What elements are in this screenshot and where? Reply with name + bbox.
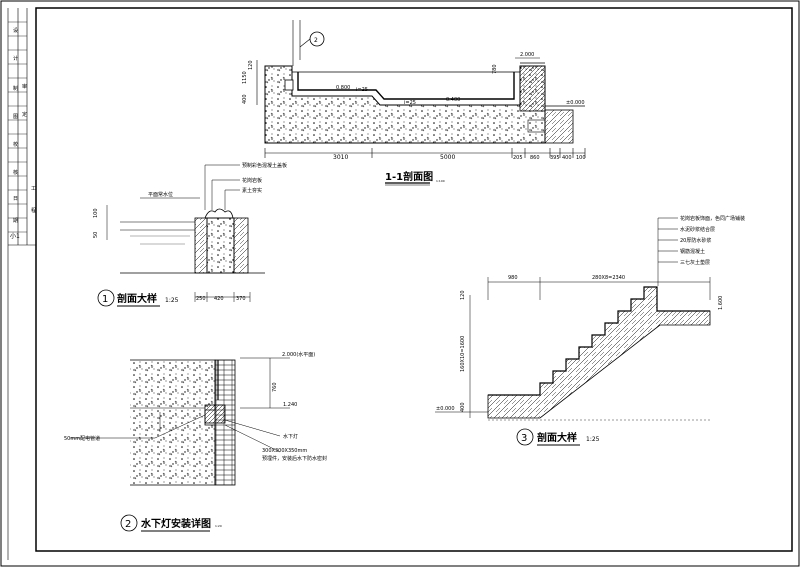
level-label: ±0.000 [566,100,585,106]
height-dim: 50 [93,232,99,238]
detail-number: 1 [102,294,108,305]
detail-number-circle [120,514,138,532]
detail-3: 980 280X8=2340 160X10=1600 120 400 ±0.00… [435,215,745,446]
annotation: 花岗岩板 [242,177,262,184]
detail-scale: 1:25 [165,297,179,304]
height-dim: 400 [242,94,248,104]
tb-label: 校 [13,141,18,148]
annotation: 预埋件，安装后水下防水密封 [262,455,327,462]
annotation: 预制彩色混凝土盖板 [242,162,287,169]
height-dim: 400 [460,402,466,412]
waterline-label: 平面常水位 [148,191,173,198]
annotation: 50mm配电管道 [64,435,100,442]
slope-label: i=25 [404,100,416,106]
slope-label: i=25 [356,87,368,93]
sheet-inner-border [35,7,793,552]
level-label: 0.400 [446,97,460,103]
detail-title: 剖面大样 [117,292,157,305]
tb-label: 设 [13,27,18,34]
wall-left [194,217,208,274]
detail-2: 2.000(水平面) 1.240 760 50mm配电管道 水下灯 300X30… [64,351,327,532]
detail-number-circle [516,428,534,446]
detail-number: 2 [125,519,131,530]
level-label: 1.600 [718,296,724,310]
tb-label: 审 [22,83,27,90]
overflow-box [284,79,294,91]
level-label: 2.000 [520,52,534,58]
level-label: 0.800 [336,85,350,91]
tb-label: 期 [13,218,18,224]
detail-scale: 1:25 [586,436,600,443]
sheet-number: 小1 [10,232,20,240]
detail-number-circle [97,289,115,307]
tb-label: 计 [13,55,18,62]
annotation: 花岗岩板饰面，色同广场铺装 [680,215,745,222]
dim-label: 980 [508,275,518,281]
callout-number: 2 [314,37,318,44]
height-dim: 1150 [242,71,248,84]
lamp-box [204,404,226,424]
tb-label: 图 [13,114,18,120]
height-dim: 120 [248,60,254,70]
section-1-1: 2 1150 120 400 2.000 0.800 0.400 ±0.000 … [242,20,586,186]
tb-label: 核 [13,169,18,176]
ground-fill [544,109,574,144]
stair-body [487,286,711,419]
dim-label: 400 [562,155,572,161]
height-dim: 160X10=1600 [460,336,466,372]
dim-label: 205 [513,155,523,161]
detail-number: 3 [521,433,527,444]
level-label: 2.000(水平面) [282,351,315,358]
tb-label: 定 [22,111,27,118]
pool-lining [297,72,515,100]
dim-label: 420 [214,296,224,302]
pool-wall-section [130,359,216,486]
annotation: 素土夯实 [242,187,262,194]
dim-label: 370 [236,296,246,302]
tb-label: 程 [31,207,36,214]
height-dim: 120 [460,290,466,300]
annotation: 20厚防水砂浆 [680,237,711,244]
wall-right [233,217,249,274]
height-dim: 760 [272,382,278,392]
detail-title: 水下灯安装详图 [140,517,211,530]
title-block: 设 计 制 图 校 核 审 定 工 程 日 期 小1 [7,8,36,560]
dim-label: 860 [530,155,540,161]
height-dim: 780 [492,64,498,74]
planting [204,208,234,219]
section-title: 1-1剖面图 [385,170,433,183]
annotation: 水下灯 [283,433,298,440]
tb-label: 工 [31,186,36,192]
dim-label: 5000 [440,154,455,161]
dim-label: 100 [576,155,586,161]
wall-core [206,217,235,274]
level-label: 1.240 [283,402,297,408]
detail-1: 预制彩色混凝土盖板 花岗岩板 素土夯实 平面常水位 100 50 250 420… [93,162,287,307]
level-label: ±0.000 [436,406,455,412]
dim-label: 395 [550,155,560,161]
annotation: 水泥砂浆结合层 [680,226,715,233]
detail-scale: 1:20 [215,524,222,528]
dim-label: 250 [196,296,206,302]
annotation: 钢筋混凝土 [680,248,705,255]
tb-label: 日 [13,196,18,202]
annotation: 三七灰土垫层 [680,259,710,266]
dim-label: 280X8=2340 [592,275,625,281]
detail-title: 剖面大样 [537,431,577,444]
dim-label: 3010 [333,154,348,161]
right-wall [519,65,546,112]
height-dim: 100 [93,208,99,218]
tb-label: 制 [13,85,18,92]
section-scale: 1:100 [436,179,445,183]
annotation: 300X300X350mm [262,448,307,454]
